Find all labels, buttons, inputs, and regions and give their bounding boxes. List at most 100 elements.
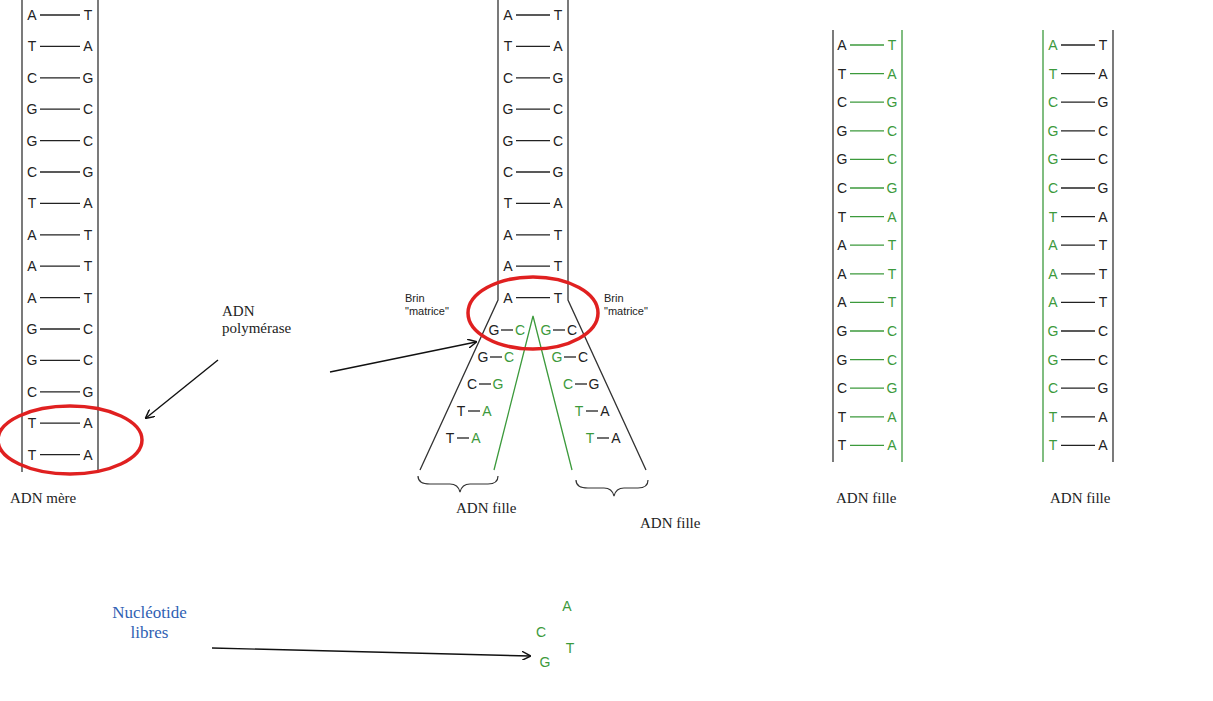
nucleotide-letter: G	[503, 102, 514, 116]
nucleotide-letter: A	[1048, 295, 1057, 309]
nucleotide-letter: G	[541, 323, 552, 337]
nucleotide-letter: C	[83, 102, 93, 116]
nucleotide-letter: T	[838, 410, 847, 424]
base-pair-bond	[490, 356, 502, 357]
nucleotide-letter: G	[503, 134, 514, 148]
base-pair-bond	[1061, 302, 1095, 303]
base-pair-bond	[516, 266, 550, 267]
base-pair-bond	[468, 410, 480, 411]
nucleotide-letter: A	[482, 404, 491, 418]
strand-label: Brin "matrice"	[405, 292, 463, 317]
base-pair-bond	[516, 77, 550, 78]
nucleotide-letter: A	[1048, 238, 1057, 252]
nucleotide-letter: G	[837, 152, 848, 166]
nucleotide-letter: A	[503, 228, 512, 242]
base-pair-bond	[850, 245, 884, 246]
base-pair-bond	[40, 46, 80, 47]
nucleotide-letter: T	[888, 238, 897, 252]
nucleotide-letter: C	[503, 71, 513, 85]
base-pair-bond	[1061, 330, 1095, 331]
nucleotide-letter: G	[83, 165, 94, 179]
base-pair-bond	[564, 356, 576, 357]
nucleotide-letter: A	[887, 410, 896, 424]
nucleotide-letter: A	[887, 438, 896, 452]
base-pair-bond	[850, 416, 884, 417]
base-pair-bond	[850, 359, 884, 360]
nucleotide-letter: G	[887, 95, 898, 109]
nucleotide-letter: T	[84, 259, 93, 273]
nucleotide-letter: A	[887, 210, 896, 224]
nucleotide-letter: G	[553, 71, 564, 85]
bracket	[418, 476, 498, 492]
nucleotide-letter: G	[837, 353, 848, 367]
leader-arrow	[330, 342, 476, 372]
nucleotide-letter: C	[1098, 124, 1108, 138]
nucleotide-letter: A	[837, 267, 846, 281]
strand-line	[97, 0, 98, 472]
nucleotide-letter: C	[563, 377, 573, 391]
new-strand-line	[1042, 30, 1043, 462]
nucleotide-letter: T	[838, 67, 847, 81]
nucleotide-letter: A	[503, 8, 512, 22]
nucleotide-letter: G	[489, 323, 500, 337]
nucleotide-letter: G	[540, 655, 551, 669]
nucleotide-letter: C	[837, 95, 847, 109]
nucleotide-letter: A	[27, 8, 36, 22]
nucleotide-letter: T	[84, 8, 93, 22]
nucleotide-letter: G	[83, 385, 94, 399]
base-pair-bond	[850, 44, 884, 45]
nucleotide-letter: T	[457, 404, 466, 418]
nucleotide-letter: A	[553, 196, 562, 210]
nucleotide-letter: T	[838, 210, 847, 224]
nucleotide-letter: G	[1098, 381, 1109, 395]
nucleotide-letter: C	[553, 134, 563, 148]
base-pair-bond	[1061, 73, 1095, 74]
base-pair-bond	[1061, 187, 1095, 188]
nucleotide-letter: G	[1048, 324, 1059, 338]
base-pair-bond	[457, 437, 469, 438]
nucleotide-letter: C	[1048, 381, 1058, 395]
nucleotide-letter: A	[471, 431, 480, 445]
nucleotide-letter: T	[888, 267, 897, 281]
new-strand-line	[494, 316, 572, 470]
nucleotide-letter: C	[467, 377, 477, 391]
bracket	[576, 480, 648, 496]
nucleotide-letter: A	[837, 295, 846, 309]
base-pair-bond	[850, 73, 884, 74]
base-pair-bond	[40, 140, 80, 141]
base-pair-bond	[40, 391, 80, 392]
nucleotide-letter: T	[586, 431, 595, 445]
nucleotide-letter: C	[504, 350, 514, 364]
nucleotide-letter: T	[28, 416, 37, 430]
nucleotide-letter: A	[27, 228, 36, 242]
nucleotide-letter: T	[1049, 67, 1058, 81]
strand-line	[1112, 30, 1113, 462]
nucleotide-letter: A	[1098, 438, 1107, 452]
base-pair-bond	[40, 171, 80, 172]
nucleotide-letter: T	[28, 39, 37, 53]
nucleotide-letter: A	[1048, 267, 1057, 281]
base-pair-bond	[516, 46, 550, 47]
base-pair-bond	[40, 454, 80, 455]
nucleotide-letter: C	[27, 165, 37, 179]
nucleotide-letter: G	[493, 377, 504, 391]
nucleotide-letter: T	[84, 228, 93, 242]
base-pair-bond	[1061, 102, 1095, 103]
base-pair-bond	[1061, 445, 1095, 446]
nucleotide-letter: T	[28, 196, 37, 210]
nucleotide-letter: C	[887, 324, 897, 338]
nucleotide-letter: C	[83, 322, 93, 336]
base-pair-bond	[1061, 359, 1095, 360]
nucleotide-letter: T	[446, 431, 455, 445]
nucleotide-letter: C	[1098, 353, 1108, 367]
nucleotide-letter: G	[27, 322, 38, 336]
nucleotide-letter: A	[83, 39, 92, 53]
base-pair-bond	[850, 187, 884, 188]
nucleotide-letter: T	[84, 291, 93, 305]
nucleotide-letter: A	[503, 291, 512, 305]
nucleotide-letter: T	[28, 448, 37, 462]
nucleotide-letter: C	[887, 353, 897, 367]
strand-line	[568, 0, 646, 470]
nucleotide-letter: T	[504, 196, 513, 210]
base-pair-bond	[40, 203, 80, 204]
